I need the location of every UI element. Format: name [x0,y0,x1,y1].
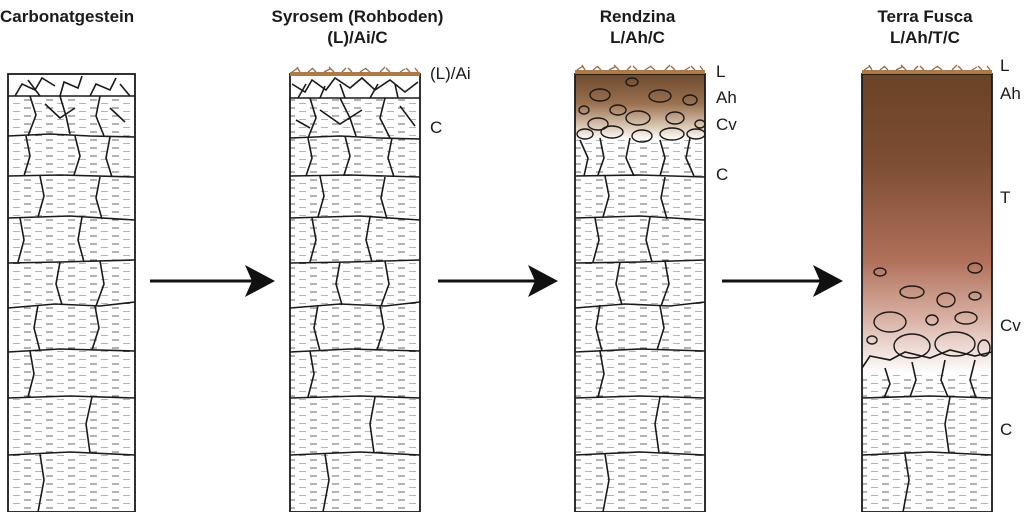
arrow-right-icon [722,265,843,297]
profile-syrosem [289,66,421,512]
litter-layer [290,66,420,76]
horizon-label-syrosem-ai: (L)/Ai [430,64,471,83]
arrow-right-icon [438,265,558,297]
horizon-label-rendzina-c: C [716,165,729,184]
stones [866,262,991,359]
horizon-label-rendzina-cv: Cv [716,115,737,134]
profile-rendzina [574,64,706,512]
litter-layer [575,64,705,74]
stage-title-terra-fusca: Terra Fusca L/Ah/T/C [855,6,995,48]
stones [576,77,706,143]
title-text: Carbonatgestein [0,7,135,26]
stage-title-syrosem: Syrosem (Rohboden) (L)/Ai/C [255,6,460,48]
horizon-label-rendzina-ah: Ah [716,88,737,107]
horizon-label-terra-cv: Cv [1000,316,1021,335]
title-text: Syrosem (Rohboden) [271,7,444,26]
profile-terra-fusca [861,64,993,512]
horizon-label-terra-c: C [1000,420,1013,439]
stage-title-rendzina: Rendzina L/Ah/C [570,6,705,48]
horizon-label-syrosem-c: C [430,118,443,137]
horizon-label-terra-t: T [1000,188,1011,207]
horizon-label-terra-ah: Ah [1000,84,1021,103]
profile-carbonatgestein [7,73,136,512]
title-text: Rendzina [599,7,676,26]
title-subtext: (L)/Ai/C [327,28,388,47]
title-text: Terra Fusca [877,7,973,26]
arrow-right-icon [150,265,275,297]
title-subtext: L/Ah/T/C [890,28,960,47]
horizon-label-rendzina-l: L [716,62,726,81]
horizon-label-terra-l: L [1000,56,1010,75]
litter-layer [862,64,992,74]
stage-title-carbonatgestein: Carbonatgestein [0,6,145,27]
title-subtext: L/Ah/C [610,28,665,47]
